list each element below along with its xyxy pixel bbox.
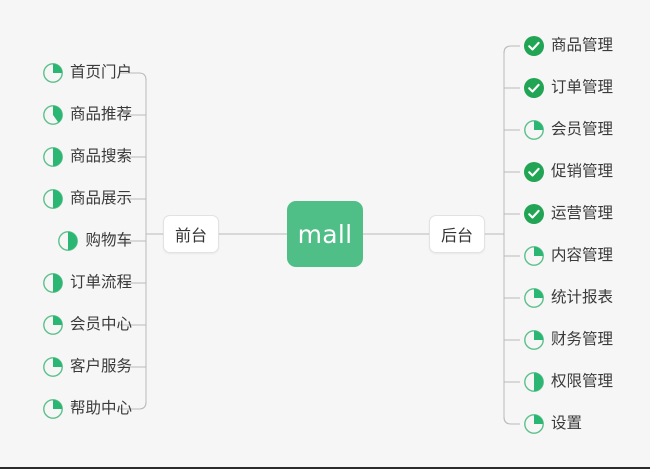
leaf-item-backend-8[interactable]: 权限管理 <box>523 369 613 395</box>
pie-progress-icon <box>42 398 64 420</box>
pie-progress-icon <box>523 287 545 309</box>
leaf-item-backend-7[interactable]: 财务管理 <box>523 327 613 353</box>
leaf-item-frontend-6[interactable]: 会员中心 <box>42 312 132 338</box>
pie-progress-icon <box>42 146 64 168</box>
leaf-item-label: 权限管理 <box>551 372 614 391</box>
leaf-item-backend-5[interactable]: 内容管理 <box>523 243 613 269</box>
leaf-item-label: 会员管理 <box>551 120 614 139</box>
leaf-item-label: 帮助中心 <box>69 399 132 418</box>
leaf-item-label: 订单流程 <box>69 273 132 292</box>
check-circle-icon <box>523 203 545 225</box>
pie-progress-icon <box>42 188 64 210</box>
leaf-item-backend-4[interactable]: 运营管理 <box>523 201 613 227</box>
leaf-item-label: 首页门户 <box>69 63 132 82</box>
pie-progress-icon <box>42 62 64 84</box>
leaf-item-backend-6[interactable]: 统计报表 <box>523 285 613 311</box>
leaf-item-label: 商品管理 <box>551 36 614 55</box>
pie-progress-icon <box>523 371 545 393</box>
leaf-item-label: 促销管理 <box>551 162 614 181</box>
leaf-item-label: 运营管理 <box>551 204 614 223</box>
leaf-item-frontend-0[interactable]: 首页门户 <box>42 60 132 86</box>
center-node-mall[interactable]: mall <box>287 201 363 267</box>
leaf-item-label: 内容管理 <box>551 246 614 265</box>
pie-progress-icon <box>42 314 64 336</box>
leaf-item-label: 统计报表 <box>551 288 614 307</box>
leaf-item-label: 购物车 <box>85 231 132 250</box>
leaf-item-frontend-5[interactable]: 订单流程 <box>42 270 132 296</box>
leaf-item-frontend-8[interactable]: 帮助中心 <box>42 396 132 422</box>
leaf-item-frontend-4[interactable]: 购物车 <box>57 228 132 254</box>
leaf-item-label: 财务管理 <box>551 330 614 349</box>
pie-progress-icon <box>42 356 64 378</box>
leaf-item-label: 设置 <box>551 414 583 433</box>
leaf-item-label: 商品展示 <box>69 189 132 208</box>
leaf-item-label: 订单管理 <box>551 78 614 97</box>
branch-node-frontend-label: 前台 <box>174 226 207 245</box>
pie-progress-icon <box>523 119 545 141</box>
leaf-item-backend-9[interactable]: 设置 <box>523 411 582 437</box>
pie-progress-icon <box>523 413 545 435</box>
leaf-item-frontend-3[interactable]: 商品展示 <box>42 186 132 212</box>
check-circle-icon <box>523 77 545 99</box>
leaf-item-backend-3[interactable]: 促销管理 <box>523 159 613 185</box>
center-node-label: mall <box>297 219 353 249</box>
pie-progress-icon <box>523 245 545 267</box>
pie-progress-icon <box>42 272 64 294</box>
leaf-item-backend-2[interactable]: 会员管理 <box>523 117 613 143</box>
leaf-item-frontend-2[interactable]: 商品搜索 <box>42 144 132 170</box>
leaf-item-backend-1[interactable]: 订单管理 <box>523 75 613 101</box>
branch-node-backend[interactable]: 后台 <box>429 215 485 253</box>
leaf-item-label: 商品搜索 <box>69 147 132 166</box>
leaf-item-frontend-1[interactable]: 商品推荐 <box>42 102 132 128</box>
leaf-item-frontend-7[interactable]: 客户服务 <box>42 354 132 380</box>
check-circle-icon <box>523 161 545 183</box>
branch-node-backend-label: 后台 <box>440 226 473 245</box>
branch-node-frontend[interactable]: 前台 <box>163 215 219 253</box>
pie-progress-icon <box>523 329 545 351</box>
leaf-item-backend-0[interactable]: 商品管理 <box>523 33 613 59</box>
leaf-item-label: 商品推荐 <box>69 105 132 124</box>
check-circle-icon <box>523 35 545 57</box>
pie-progress-icon <box>42 104 64 126</box>
pie-progress-icon <box>57 230 79 252</box>
leaf-item-label: 客户服务 <box>69 357 132 376</box>
leaf-item-label: 会员中心 <box>69 315 132 334</box>
